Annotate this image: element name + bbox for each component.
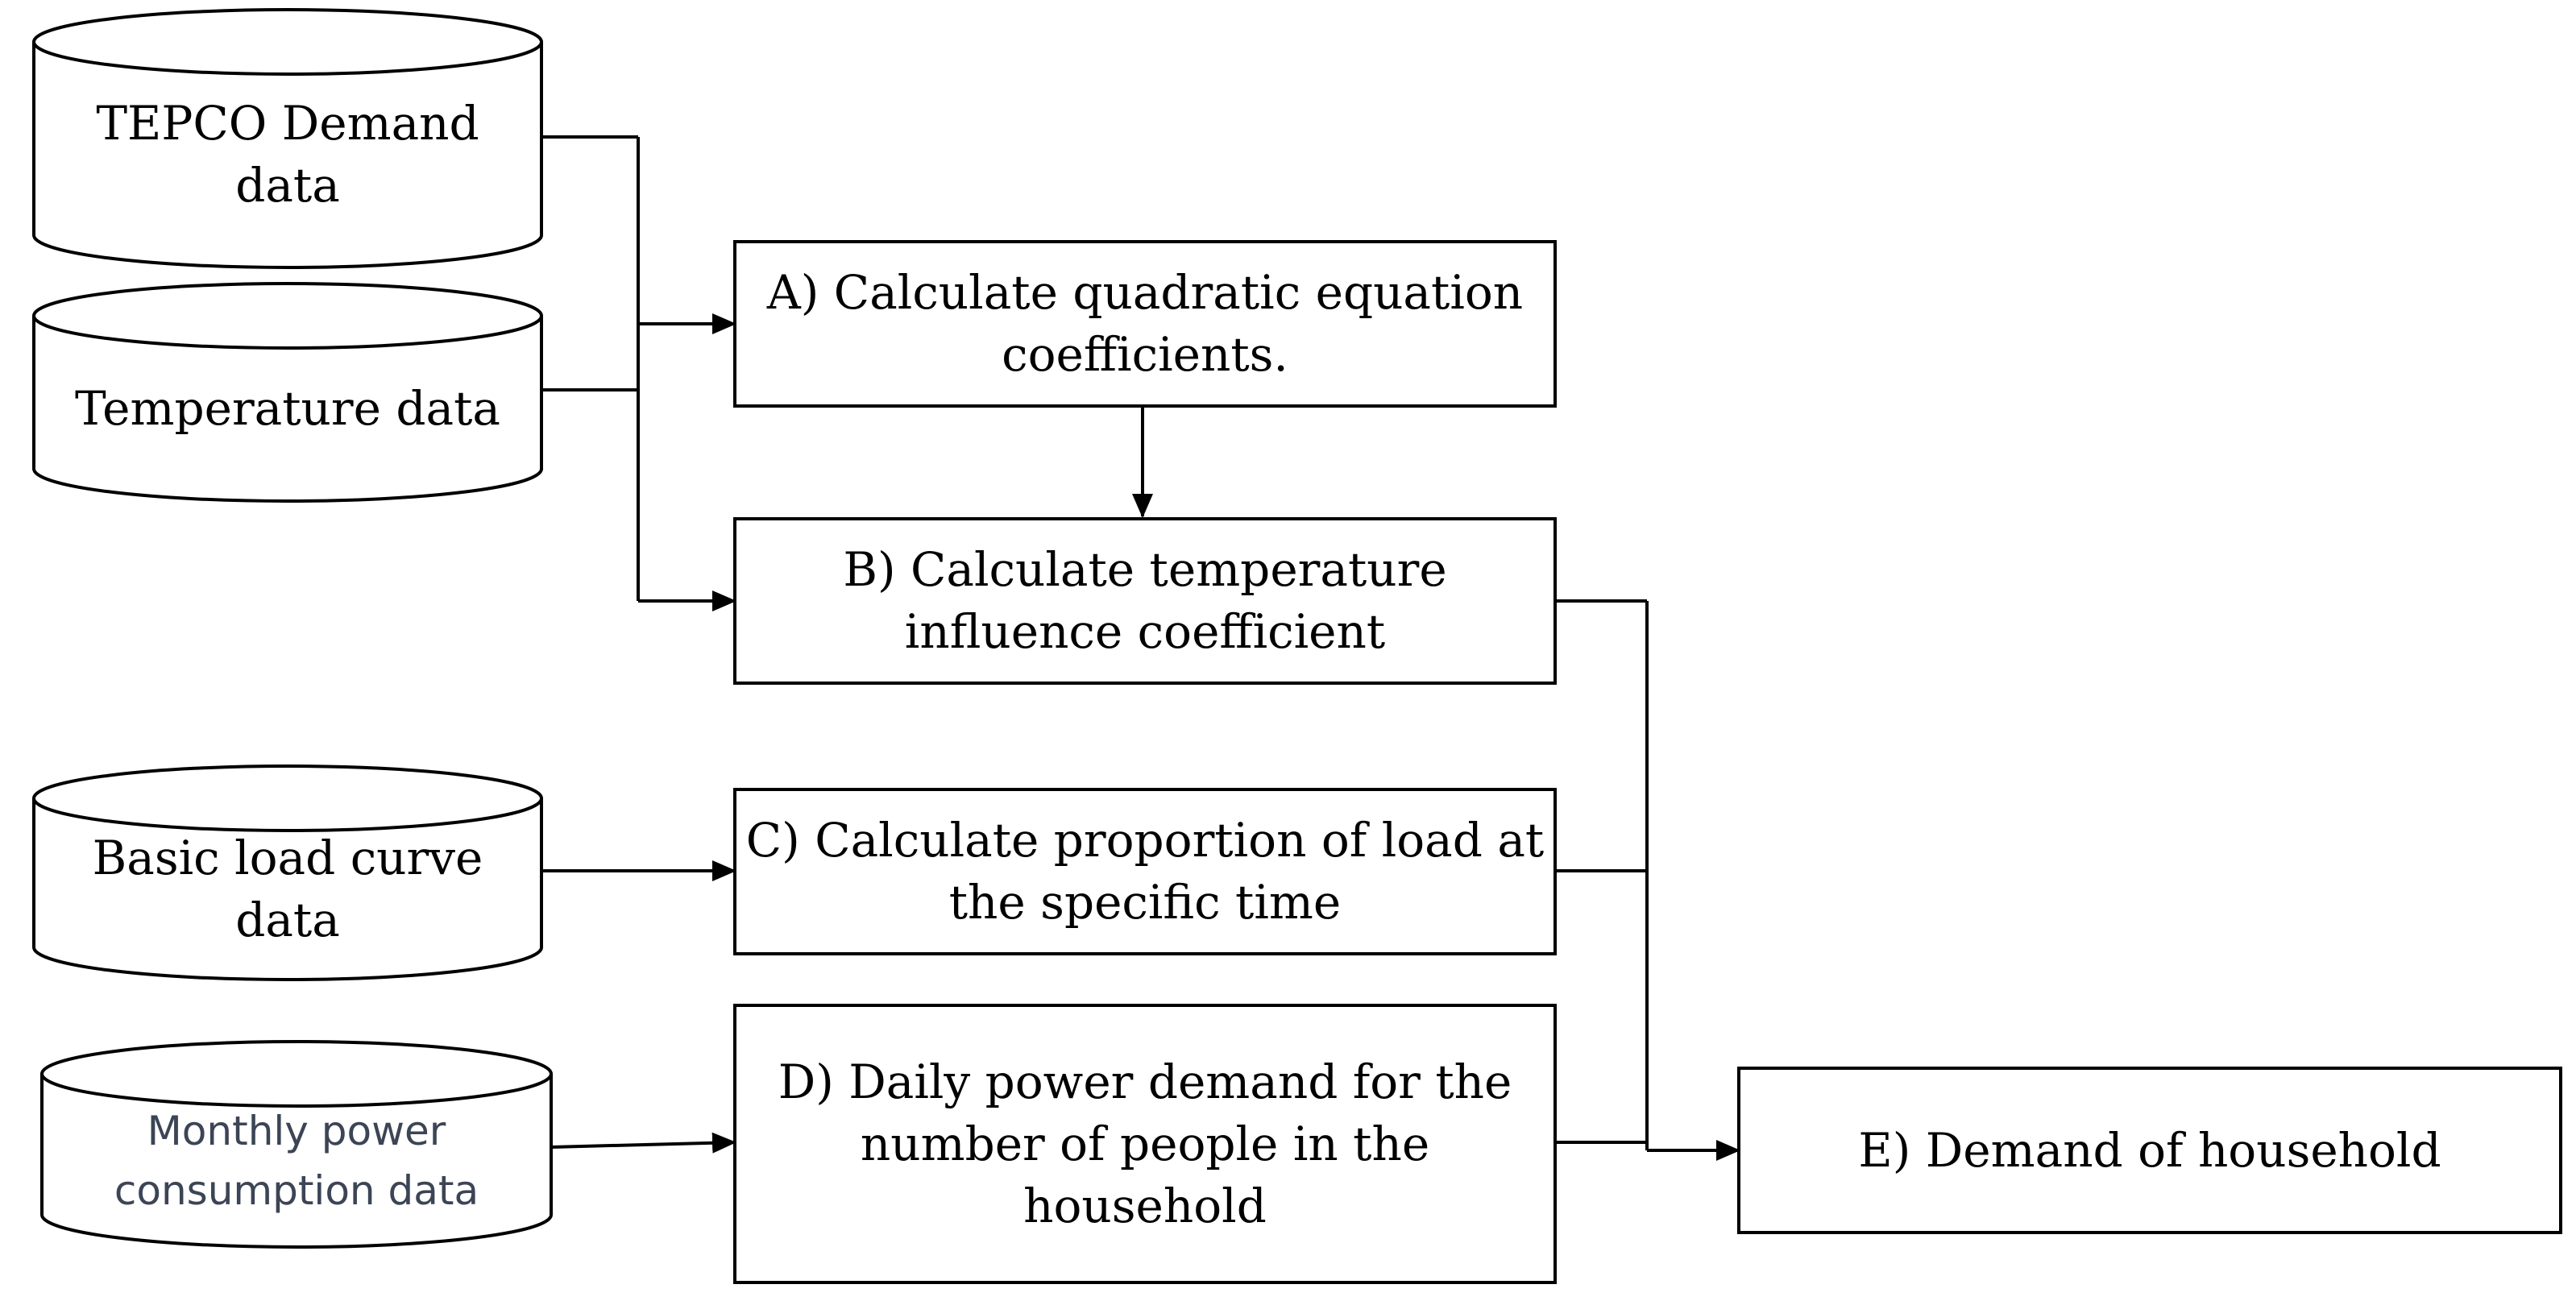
step-c-label: C) Calculate proportion of load at the s… <box>745 813 1545 930</box>
box-step-c <box>733 788 1557 955</box>
cylinder-temperature <box>32 282 543 503</box>
step-a-label: A) Calculate quadratic equation coeffici… <box>766 265 1524 382</box>
box-step-e <box>1737 1067 2562 1234</box>
cylinder-basic-load-curve <box>32 764 543 981</box>
step-b-label: B) Calculate temperature influence coeff… <box>843 542 1447 659</box>
source-tepco-label: TEPCO Demand data <box>96 96 479 213</box>
source-temperature-label: Temperature data <box>74 380 500 436</box>
step-e-label: E) Demand of household <box>1858 1122 2441 1178</box>
cylinder-monthly-power <box>40 1040 553 1249</box>
box-step-d <box>733 1004 1557 1284</box>
cylinder-tepco-demand <box>32 8 543 269</box>
source-load-curve-label: Basic load curve data <box>92 830 483 947</box>
step-d-label: D) Daily power demand for the number of … <box>778 1054 1512 1233</box>
box-step-b <box>733 517 1557 685</box>
connectors <box>541 135 1740 1161</box>
arrow-monthly-to-d <box>550 1132 736 1154</box>
box-step-a <box>733 240 1557 408</box>
source-monthly-label: Monthly power consumption data <box>114 1107 479 1214</box>
